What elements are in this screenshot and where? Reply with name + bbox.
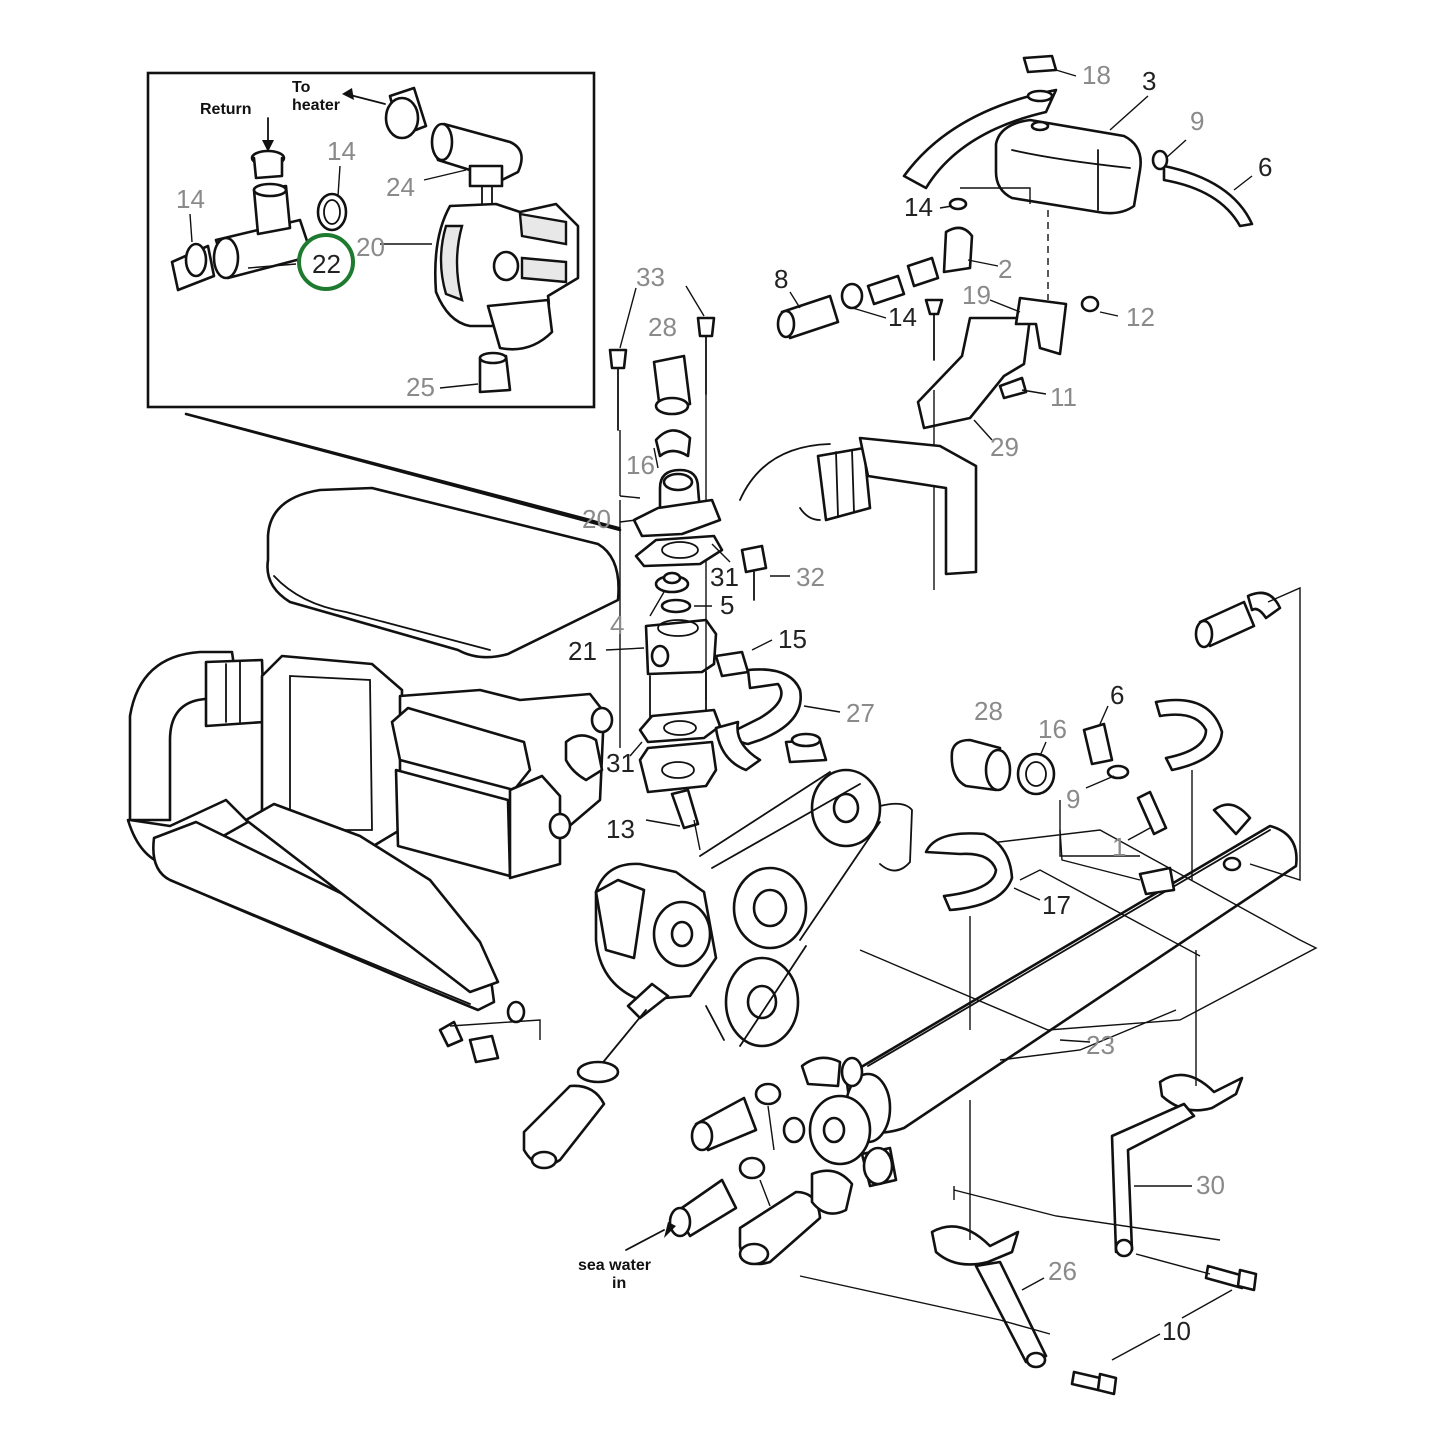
water-pump [522,732,913,1170]
part-label-1[interactable]: 1 [1112,832,1126,862]
part-label-17[interactable]: 17 [1042,890,1071,920]
part-label-3[interactable]: 3 [1142,66,1156,96]
part-label-5[interactable]: 5 [720,590,734,620]
part-label-13[interactable]: 13 [606,814,635,844]
thermostat-stack [605,285,841,851]
part-label-23[interactable]: 23 [1086,1030,1115,1060]
right-parts [924,586,1301,1030]
inset-detail [146,71,596,409]
part-label-20-main[interactable]: 20 [582,504,611,534]
part-label-31-bottom[interactable]: 31 [606,748,635,778]
to-heater-label-line1: To [292,79,311,96]
part-label-18[interactable]: 18 [1082,60,1111,90]
part-label-15[interactable]: 15 [778,624,807,654]
return-label: Return [200,101,252,118]
sea-water-label-line2: in [612,1275,626,1292]
part-label-11[interactable]: 11 [1050,382,1077,412]
highlight-ring-22 [297,233,355,291]
part-label-9-right[interactable]: 9 [1066,784,1080,814]
part-label-8[interactable]: 8 [774,264,788,294]
part-label-27[interactable]: 27 [846,698,875,728]
part-label-20-inset[interactable]: 20 [356,232,385,262]
exhaust-riser [739,436,978,576]
part-label-30[interactable]: 30 [1196,1170,1225,1200]
to-heater-label-line2: heater [292,97,340,114]
part-label-2[interactable]: 2 [998,254,1012,284]
part-label-14-inset-right[interactable]: 14 [327,136,356,166]
part-label-16-top[interactable]: 16 [626,450,655,480]
part-label-14-top[interactable]: 14 [904,192,933,222]
part-label-28-right[interactable]: 28 [974,696,1003,726]
part-label-16-right[interactable]: 16 [1038,714,1067,744]
part-label-12[interactable]: 12 [1126,302,1155,332]
part-label-6-top[interactable]: 6 [1258,152,1272,182]
part-label-22[interactable]: 22 [312,249,341,279]
engine-block [126,412,622,1064]
part-label-31-top[interactable]: 31 [710,562,739,592]
part-label-14-inset-left[interactable]: 14 [176,184,205,214]
heat-exchanger [800,803,1318,1188]
part-label-9-top[interactable]: 9 [1190,106,1204,136]
part-label-21[interactable]: 21 [568,636,597,666]
part-label-26[interactable]: 26 [1048,1256,1077,1286]
part-label-33[interactable]: 33 [636,262,665,292]
part-label-6-right[interactable]: 6 [1110,680,1124,710]
part-label-10[interactable]: 10 [1162,1316,1191,1346]
part-label-25[interactable]: 25 [406,372,435,402]
sea-water-label-line1: sea water [578,1257,651,1274]
part-label-24[interactable]: 24 [386,172,415,202]
part-label-28-top[interactable]: 28 [648,312,677,342]
part-label-4[interactable]: 4 [610,610,624,640]
mounting-brackets [799,950,1258,1396]
part-label-29[interactable]: 29 [990,432,1019,462]
part-label-14-mid[interactable]: 14 [888,302,917,332]
sea-water-hoses [625,1082,854,1266]
part-label-19[interactable]: 19 [962,280,991,310]
expansion-tank-group [776,54,1254,590]
part-label-32[interactable]: 32 [796,562,825,592]
